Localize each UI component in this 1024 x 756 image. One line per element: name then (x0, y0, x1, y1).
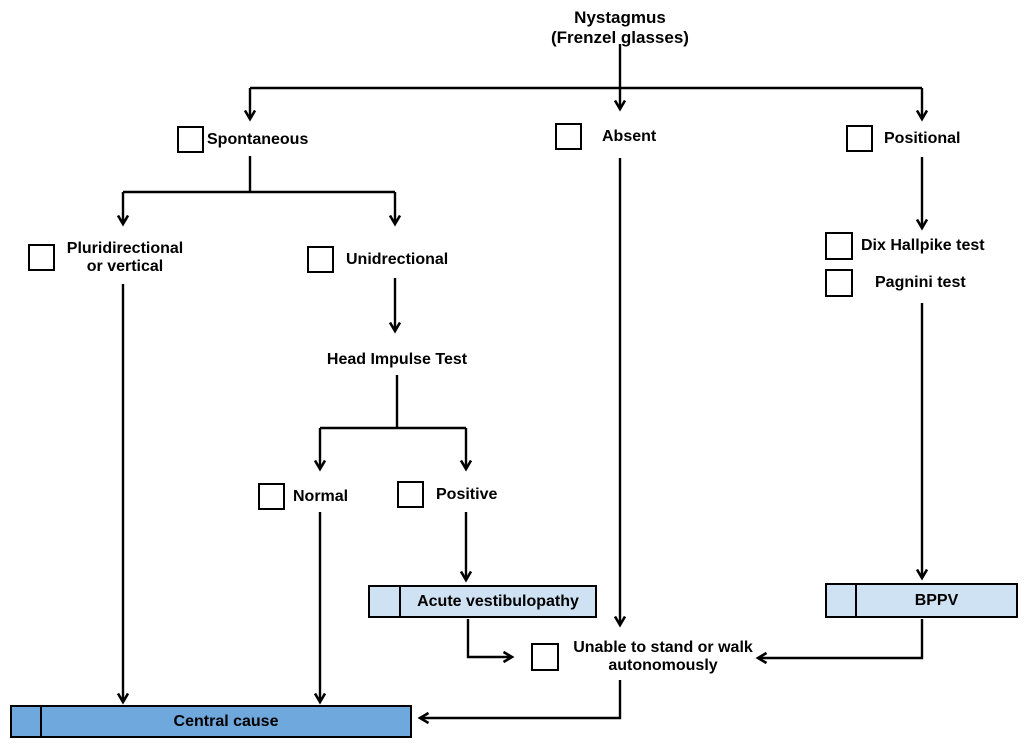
central-cause-side-cell (12, 707, 42, 736)
node-positive: Positive (397, 481, 497, 508)
positive-checkbox (397, 481, 424, 508)
node-positional: Positional (846, 125, 960, 152)
arrow-vestibulopathy-to-unable (466, 619, 512, 657)
dix-hallpike-label: Dix Hallpike test (861, 237, 985, 255)
node-dix-hallpike: Dix Hallpike test (825, 232, 985, 260)
absent-label: Absent (602, 127, 657, 145)
spontaneous-checkbox (177, 126, 204, 153)
unidirectional-checkbox (307, 246, 334, 273)
pagnini-checkbox (825, 269, 853, 297)
arrow-bppv-to-unable (758, 619, 924, 658)
positive-label: Positive (436, 485, 498, 503)
bppv-label: BPPV (914, 591, 959, 609)
absent-checkbox (555, 123, 582, 150)
spontaneous-label: Spontaneous (207, 130, 309, 148)
pluridirectional-label-line1: Pluridirectional (66, 240, 184, 257)
acute-vestibulopathy-label: Acute vestibulopathy (417, 592, 579, 610)
node-head-impulse-test: Head Impulse Test (297, 351, 497, 369)
node-pagnini: Pagnini test (825, 269, 966, 297)
acute-vestibulopathy-box: Acute vestibulopathy (368, 585, 597, 618)
node-unidirectional: Unidrectional (307, 246, 448, 273)
central-cause-label: Central cause (173, 712, 279, 730)
unable-to-stand-label-line2: autonomously (608, 656, 718, 674)
title-line1: Nystagmus (574, 8, 666, 27)
unable-to-stand-checkbox (531, 642, 559, 671)
bppv-box: BPPV (825, 583, 1018, 618)
head-impulse-test-label: Head Impulse Test (326, 351, 468, 368)
flowchart-title: Nystagmus (Frenzel glasses) (520, 8, 720, 48)
positional-checkbox (846, 125, 873, 152)
central-cause-box: Central cause (10, 705, 412, 738)
node-absent: Absent (555, 123, 656, 150)
arrow-unable-to-central (420, 680, 622, 718)
acute-vestibulopathy-side-cell (370, 587, 401, 616)
node-normal: Normal (258, 483, 348, 510)
node-unable-to-stand: Unable to stand or walk autonomously (531, 639, 761, 675)
dix-hallpike-checkbox (825, 232, 853, 260)
pagnini-label: Pagnini test (875, 274, 966, 292)
node-pluridirectional: Pluridirectional or vertical (28, 240, 185, 276)
normal-label: Normal (293, 487, 349, 505)
normal-checkbox (258, 483, 285, 510)
pluridirectional-checkbox (28, 244, 55, 272)
pluridirectional-label-line2: or vertical (86, 257, 164, 275)
node-spontaneous: Spontaneous (177, 126, 308, 153)
title-line2: (Frenzel glasses) (551, 28, 689, 48)
bppv-side-cell (827, 585, 857, 616)
positional-label: Positional (884, 129, 961, 147)
unable-to-stand-label-line1: Unable to stand or walk (573, 639, 753, 656)
unidirectional-label: Unidrectional (346, 250, 449, 268)
